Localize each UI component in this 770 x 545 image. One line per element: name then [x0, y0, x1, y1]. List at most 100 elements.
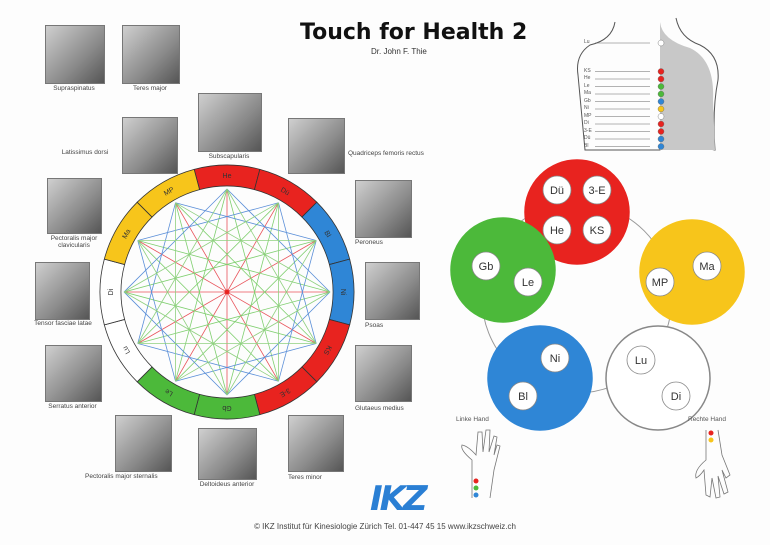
right-hand-icon — [695, 429, 731, 499]
acupoint-dot — [657, 135, 665, 143]
photo-latissimus — [122, 117, 178, 174]
muscle-label: Serratus anterior — [48, 403, 97, 410]
meridian-connection-line — [175, 291, 331, 382]
meridian-circle — [542, 215, 572, 245]
meridian-label: Le — [522, 277, 534, 289]
meridian-connection-line — [137, 202, 279, 344]
meridian-connection-line — [123, 291, 279, 382]
meridian-circle — [471, 251, 501, 281]
muscle-label: Pectoralis major clavicularis — [50, 235, 98, 249]
photo-pectoralis-clav — [47, 178, 102, 234]
meridian-label: Ma — [699, 261, 715, 273]
meridian-circle — [582, 175, 612, 205]
acupoint-dot — [657, 39, 665, 47]
meridian-connection-line — [137, 291, 331, 344]
torso-label: Ni — [584, 105, 589, 111]
right-hand-label: Rechte Hand — [688, 416, 726, 423]
meridian-connection-line — [175, 240, 317, 382]
acupoint-dot — [657, 98, 665, 105]
meridian-connection-line — [137, 188, 228, 344]
meridian-label: Ni — [550, 353, 560, 365]
meridian-connection-line — [226, 188, 317, 344]
photo-pectoralis-stern — [115, 415, 172, 472]
muscle-label: Quadriceps femoris rectus — [348, 150, 424, 157]
photo-quadriceps — [288, 118, 345, 174]
meridian-connection-line — [137, 240, 331, 293]
meridian-circle — [542, 175, 572, 205]
muscle-label: Latissimus dorsi — [61, 149, 109, 156]
meridian-circle — [508, 381, 538, 411]
meridian-circle — [661, 381, 691, 411]
muscle-label: Psoas — [365, 322, 384, 329]
photo-supraspinatus — [45, 25, 105, 84]
torso-label: Lu — [584, 39, 590, 45]
wheel-segment-label: Le — [164, 387, 174, 397]
photo-glutaeus — [355, 345, 412, 402]
wheel-segment — [136, 168, 201, 218]
muscle-label: Teres minor — [288, 474, 322, 481]
muscle-label: Pectoralis major sternalis — [85, 473, 158, 480]
wheel-segment-label: 3-E — [278, 386, 291, 398]
photo-serratus — [45, 345, 102, 402]
muscle-label: Subscapularis — [208, 153, 250, 160]
torso-label: KS — [584, 67, 591, 74]
element-earth — [639, 219, 745, 325]
meridian-connection-line — [226, 188, 279, 382]
page-title: Touch for Health 2 — [300, 20, 528, 45]
torso-label: MP — [584, 112, 592, 119]
meridian-connection-line — [137, 240, 228, 396]
meridian-label: Dü — [550, 185, 564, 197]
meridian-circle — [513, 267, 543, 297]
photo-teres-major — [122, 25, 180, 84]
meridian-label: Gb — [479, 261, 494, 273]
meridian-circle — [540, 343, 570, 373]
meridian-circle — [626, 345, 656, 375]
meridian-label: 3-E — [588, 185, 605, 197]
acupoint-dot — [657, 120, 665, 128]
wheel-segment-label: Ni — [339, 289, 346, 296]
torso-label: Le — [584, 82, 590, 89]
meridian-label: Di — [671, 391, 681, 403]
wheel-segment-label: Gb — [222, 404, 231, 411]
meridian-circle — [582, 215, 612, 245]
torso-label: He — [584, 75, 591, 81]
torso-label: Gb — [584, 97, 591, 104]
acupoint-dot — [657, 105, 665, 113]
photo-psoas — [365, 262, 420, 320]
wheel-segment-label: Lu — [122, 345, 132, 355]
meridian-connection-line — [175, 202, 331, 293]
photo-peroneus — [355, 180, 412, 238]
meridian-connection-line — [123, 240, 317, 293]
meridian-label: KS — [590, 225, 605, 237]
torso-label: Di — [584, 120, 589, 126]
left-hand-label: Linke Hand — [456, 416, 489, 423]
muscle-label: Deltoideus anterior — [199, 481, 255, 488]
ikz-logo: IKZ — [370, 479, 428, 519]
wheel-segment-label: Ma — [122, 228, 133, 240]
wheel-segment-label: He — [223, 173, 232, 180]
meridian-connection-line — [175, 188, 228, 382]
muscle-label: Tensor fasciae latae — [34, 320, 92, 327]
photo-tensor — [35, 262, 90, 320]
meridian-label: Lu — [635, 355, 647, 367]
wheel-segment-label: Dü — [279, 187, 290, 198]
meridian-label: Bl — [518, 391, 528, 403]
torso-label: Dü — [584, 135, 591, 141]
meridian-connection-line — [226, 240, 317, 396]
torso-label: Bl — [584, 142, 589, 149]
meridian-label: He — [550, 225, 564, 237]
wheel-segment-label: Bl — [322, 230, 331, 239]
meridian-connection-line — [123, 291, 317, 344]
acupoint-dot — [657, 128, 665, 135]
meridian-circle — [692, 251, 722, 281]
torso-label: 3-E — [584, 127, 592, 134]
acupoint-dot — [657, 75, 665, 83]
wheel-segment-label: MP — [163, 186, 176, 197]
meridian-circle — [645, 267, 675, 297]
meridian-connection-line — [175, 202, 228, 396]
meridian-connection-line — [137, 240, 279, 382]
